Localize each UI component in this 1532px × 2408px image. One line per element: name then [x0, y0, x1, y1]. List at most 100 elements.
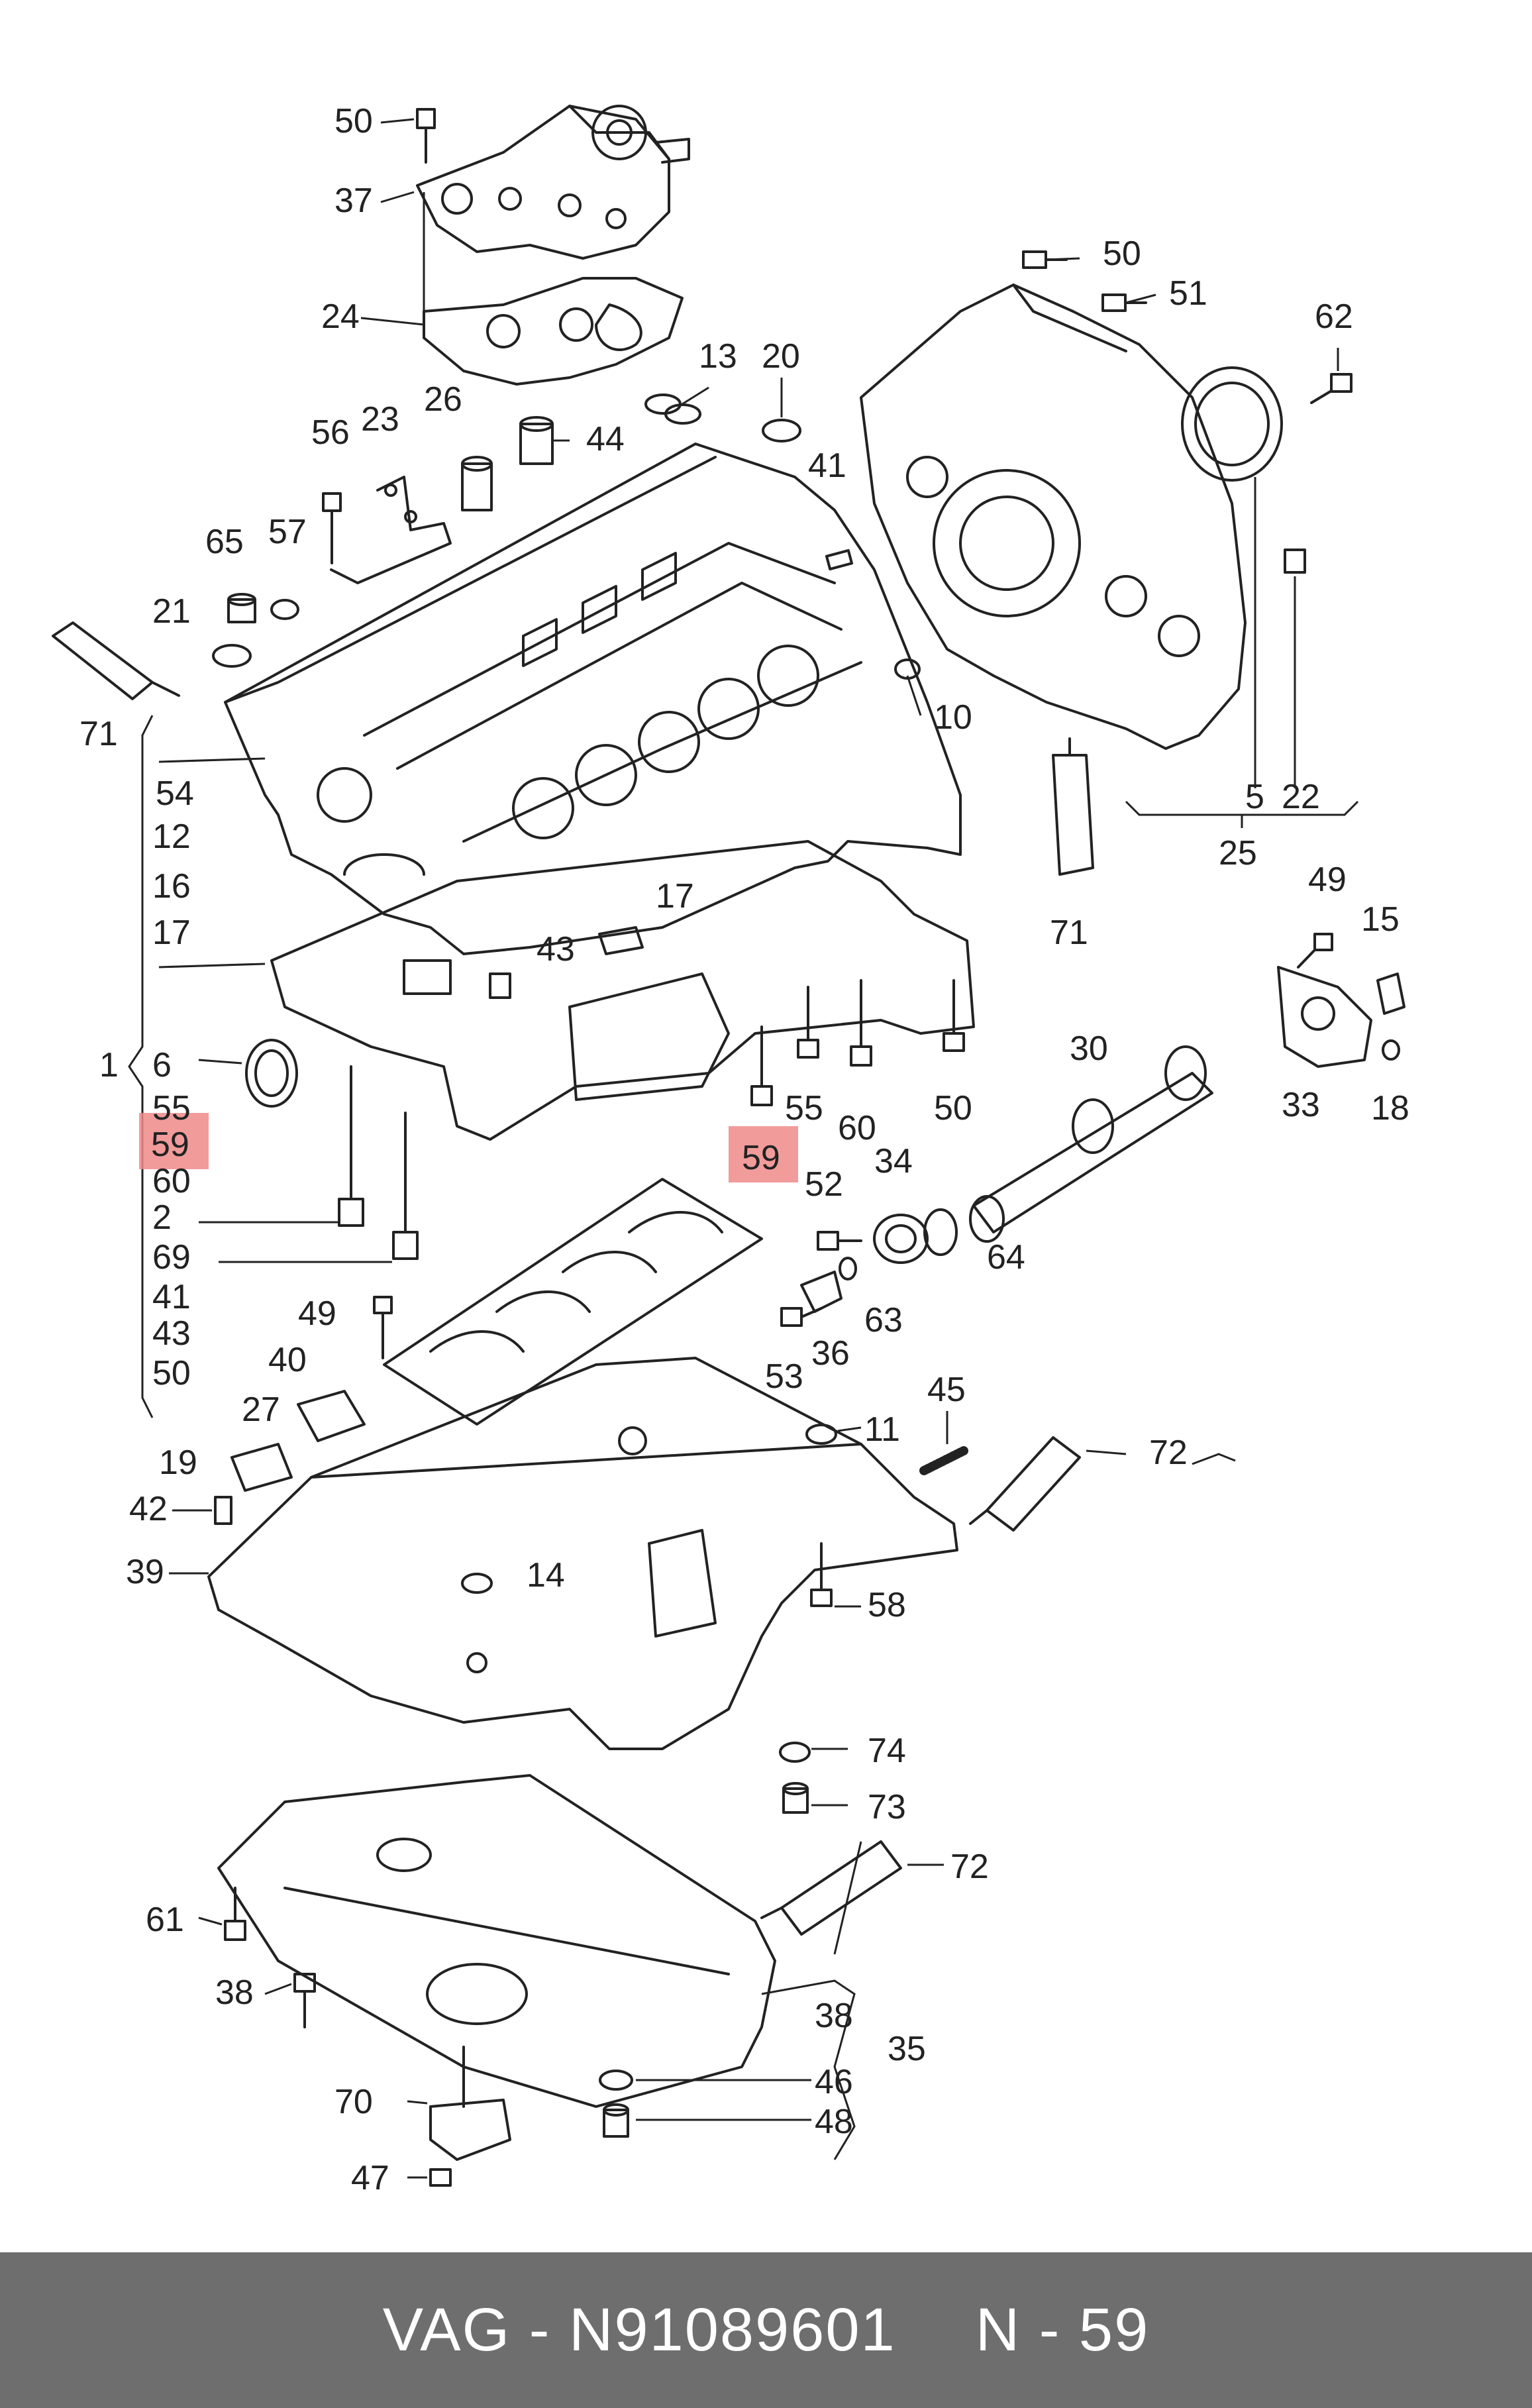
part-label-l1: 1 — [99, 1046, 119, 1084]
oil-pan-lower — [217, 1774, 776, 2108]
main-bearing-caps — [383, 1178, 763, 1426]
part-label-l17b: 17 — [656, 877, 694, 916]
part-label-l41a: 41 — [808, 446, 846, 485]
part-label-l50b: 50 — [1103, 235, 1141, 273]
part-label-l46: 46 — [815, 2063, 853, 2101]
part-label-l5: 5 — [1245, 778, 1264, 816]
part-label-l19: 19 — [159, 1443, 197, 1482]
bolt-49-right — [1297, 933, 1333, 968]
part-label-l56: 56 — [311, 413, 350, 452]
o-rings-13 — [644, 393, 701, 425]
part-label-l39: 39 — [126, 1553, 164, 1591]
part-label-l59b: 59 — [742, 1139, 780, 1177]
sealant-tube-71-right — [1052, 737, 1094, 876]
gasket-17 — [598, 926, 644, 955]
part-label-l48: 48 — [815, 2103, 853, 2141]
part-label-l71a: 71 — [79, 715, 118, 753]
part-label-l21: 21 — [152, 592, 191, 631]
part-label-l57: 57 — [268, 513, 307, 551]
part-label-l40: 40 — [268, 1341, 307, 1379]
bracket-36 — [800, 1271, 843, 1313]
part-label-l33: 33 — [1282, 1086, 1320, 1124]
bolts-50-51-right — [1022, 250, 1147, 312]
dowel-22 — [1284, 549, 1306, 574]
caption-part-number: N91089601 — [568, 2296, 896, 2364]
leader-lines — [128, 118, 1359, 2179]
bolt-50-top — [416, 108, 436, 164]
part-label-l54: 54 — [156, 774, 194, 813]
part-label-l49b: 49 — [298, 1294, 336, 1333]
part-label-l60b: 60 — [838, 1109, 876, 1147]
balance-shaft-30 — [969, 1045, 1213, 1243]
o-ring-64 — [923, 1208, 958, 1256]
gasket-15 — [1376, 972, 1405, 1015]
drain-plug-48 — [603, 2103, 629, 2138]
part-label-l25: 25 — [1219, 834, 1257, 872]
ring-18 — [1382, 1039, 1400, 1061]
caption-separator: - — [529, 2296, 551, 2364]
part-label-l23: 23 — [361, 400, 399, 439]
crank-seal-5 — [1181, 366, 1283, 482]
part-label-l22: 22 — [1282, 778, 1320, 816]
part-label-l44: 44 — [586, 420, 625, 458]
part-label-l42: 42 — [129, 1490, 168, 1528]
sealant-tube-71-left — [52, 621, 180, 700]
bolt-38 — [293, 1973, 316, 2028]
part-label-l64: 64 — [987, 1238, 1025, 1277]
part-label-l45: 45 — [927, 1371, 966, 1409]
bedplate-lower-crankcase — [270, 840, 975, 1141]
o-ring-63 — [839, 1257, 857, 1281]
highlight-59-right — [729, 1126, 798, 1182]
nut-47 — [429, 2168, 452, 2187]
part-label-l38a: 38 — [215, 1973, 254, 2012]
part-label-l53: 53 — [765, 1357, 803, 1396]
bolt-53 — [780, 1307, 823, 1327]
part-label-l16: 16 — [152, 867, 191, 906]
dowel-41 — [825, 549, 854, 571]
gasket-19 — [230, 1443, 293, 1492]
part-label-l18: 18 — [1371, 1089, 1409, 1127]
part-label-l60a: 60 — [152, 1162, 191, 1200]
dowel-42 — [214, 1496, 232, 1525]
part-label-l51: 51 — [1169, 274, 1207, 313]
part-label-l72b: 72 — [950, 1848, 989, 1886]
sealant-tube-72-a — [969, 1436, 1081, 1532]
o-ring-46 — [599, 2069, 633, 2091]
part-label-l12: 12 — [152, 817, 191, 856]
bolts-55-59-60-50 — [750, 979, 965, 1106]
part-label-l13: 13 — [699, 337, 737, 376]
part-label-l65: 65 — [205, 523, 244, 561]
part-label-l6: 6 — [152, 1046, 172, 1084]
plug-44 — [519, 416, 554, 465]
flange-33 — [1277, 966, 1372, 1068]
part-label-l50a: 50 — [334, 102, 373, 140]
part-label-l17a: 17 — [152, 914, 191, 952]
part-label-l73: 73 — [868, 1788, 906, 1826]
oil-pan-upper — [207, 1357, 958, 1750]
part-label-l2: 2 — [152, 1198, 172, 1237]
o-ring-74 — [779, 1742, 811, 1763]
part-label-l26: 26 — [424, 380, 462, 419]
coolant-pump-cover — [416, 105, 690, 260]
part-label-l37: 37 — [334, 182, 373, 220]
highlight-59-left — [139, 1113, 209, 1169]
oil-level-sensor-70 — [429, 2046, 511, 2161]
crankcase-block — [224, 443, 962, 955]
part-label-l15: 15 — [1361, 900, 1400, 939]
part-label-l41b: 41 — [152, 1278, 191, 1316]
part-label-l71b: 71 — [1050, 914, 1088, 952]
part-label-l59a: 59 — [151, 1125, 189, 1164]
exploded-parts-diagram: 5037241320264423566557217141505162105222… — [52, 102, 1409, 2197]
part-label-l55a: 55 — [152, 1089, 191, 1127]
gasket-27 — [297, 1390, 366, 1442]
part-label-l61: 61 — [146, 1901, 184, 1939]
chain-tensioner-34 — [873, 1214, 929, 1264]
bolt-61 — [224, 1887, 246, 1941]
part-label-l47: 47 — [351, 2159, 389, 2197]
part-label-l27: 27 — [242, 1390, 280, 1429]
stud-45 — [919, 1446, 968, 1475]
part-label-l58: 58 — [868, 1586, 906, 1624]
part-number-caption: VAG - N91089601 N - 59 — [0, 2252, 1532, 2408]
part-label-l34: 34 — [874, 1142, 913, 1180]
